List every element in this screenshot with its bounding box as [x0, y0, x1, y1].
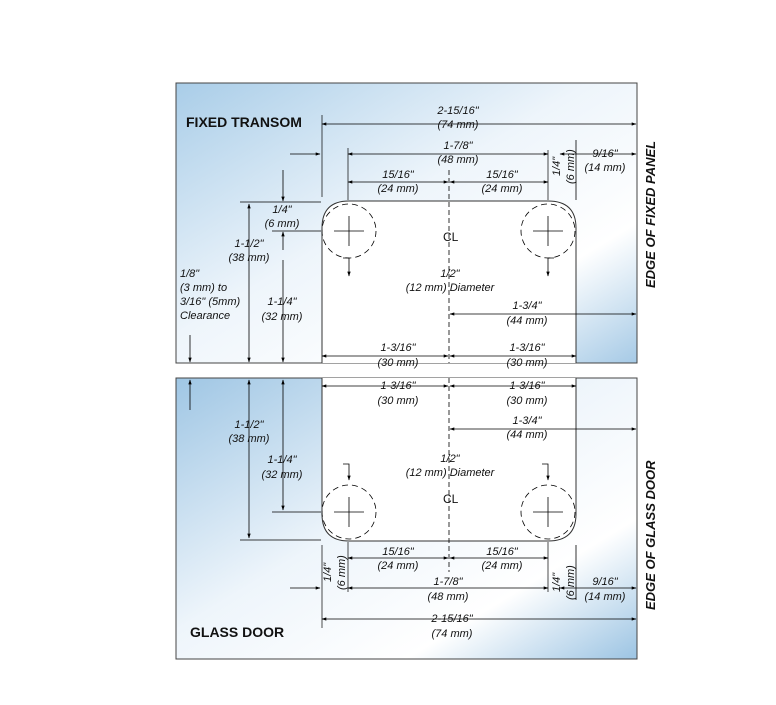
clearance-line-3: 3/16" (5mm): [180, 296, 240, 308]
top-1-1-4-in: 1-1/4": [268, 296, 298, 308]
bot-1-1-4-in: 1-1/4": [268, 454, 298, 466]
fixed-transom-title: FIXED TRANSOM: [186, 114, 302, 130]
bot-1-1-2-mm: (38 mm): [229, 433, 270, 445]
clearance-line-4: Clearance: [180, 310, 230, 322]
bot-span-mm: (48 mm): [428, 591, 469, 603]
bot-span-in: 1-7/8": [434, 576, 464, 588]
top-1-1-4-mm: (32 mm): [262, 311, 303, 323]
top-1-3-4-mm: (44 mm): [507, 315, 548, 327]
top-left-1-3-16-mm: (30 mm): [378, 357, 419, 369]
bot-right-1-3-16-mm: (30 mm): [507, 395, 548, 407]
top-half-right-mm: (24 mm): [482, 183, 523, 195]
top-diameter-mm: (12 mm) Diameter: [406, 282, 496, 294]
bot-edge-mm: (14 mm): [585, 591, 626, 603]
clearance-line-1: 1/8": [180, 268, 200, 280]
bot-quarter-left-in: 1/4": [322, 562, 334, 582]
top-diameter-in: 1/2": [440, 268, 460, 280]
top-span-in: 1-7/8": [444, 140, 474, 152]
bot-left-1-3-16-mm: (30 mm): [378, 395, 419, 407]
bot-1-1-4-mm: (32 mm): [262, 469, 303, 481]
top-right-1-3-16-mm: (30 mm): [507, 357, 548, 369]
top-overall-in: 2-15/16": [436, 105, 479, 117]
bot-1-1-2-in: 1-1/2": [235, 419, 265, 431]
top-1-1-2-mm: (38 mm): [229, 252, 270, 264]
top-quarter-h-mm: (6 mm): [265, 218, 300, 230]
bot-1-3-4-in: 1-3/4": [513, 415, 543, 427]
bot-quarter-right-in: 1/4": [551, 572, 563, 592]
bot-1-3-4-mm: (44 mm): [507, 429, 548, 441]
transom-cl-symbol: CL: [443, 230, 459, 244]
bot-overall-mm: (74 mm): [432, 628, 473, 640]
bot-quarter-right-mm: (6 mm): [565, 565, 577, 600]
top-half-right-in: 15/16": [486, 169, 519, 181]
top-1-3-4-in: 1-3/4": [513, 300, 543, 312]
bot-quarter-left-mm: (6 mm): [336, 555, 348, 590]
door-hole-right: [520, 484, 576, 540]
bot-right-1-3-16-in: 1-3/16": [509, 380, 545, 392]
bot-diameter-mm: (12 mm) Diameter: [406, 467, 496, 479]
door-hole-left: [321, 484, 377, 540]
top-quarter-v-in: 1/4": [551, 156, 563, 176]
top-right-1-3-16-in: 1-3/16": [509, 342, 545, 354]
bot-half-right-in: 15/16": [486, 546, 519, 558]
top-half-left-in: 15/16": [382, 169, 415, 181]
top-left-1-3-16-in: 1-3/16": [380, 342, 416, 354]
edge-glass-door-label: EDGE OF GLASS DOOR: [643, 460, 658, 610]
top-overall-mm: (74 mm): [438, 119, 479, 131]
bot-overall-in: 2-15/16": [430, 613, 473, 625]
bot-left-1-3-16-in: 1-3/16": [380, 380, 416, 392]
top-half-left-mm: (24 mm): [378, 183, 419, 195]
top-quarter-h-in: 1/4": [272, 204, 292, 216]
clearance-line-2: (3 mm) to: [180, 282, 227, 294]
edge-fixed-panel-label: EDGE OF FIXED PANEL: [643, 141, 658, 288]
bot-edge-in: 9/16": [592, 576, 618, 588]
bot-half-left-mm: (24 mm): [378, 560, 419, 572]
bot-half-left-in: 15/16": [382, 546, 415, 558]
bot-half-right-mm: (24 mm): [482, 560, 523, 572]
door-cl-symbol: CL: [443, 492, 459, 506]
top-quarter-v-mm: (6 mm): [565, 149, 577, 184]
top-span-mm: (48 mm): [438, 154, 479, 166]
top-edge-mm: (14 mm): [585, 162, 626, 174]
top-edge-in: 9/16": [592, 148, 618, 160]
top-1-1-2-in: 1-1/2": [235, 238, 265, 250]
glass-door-title: GLASS DOOR: [190, 624, 284, 640]
bot-diameter-in: 1/2": [440, 453, 460, 465]
